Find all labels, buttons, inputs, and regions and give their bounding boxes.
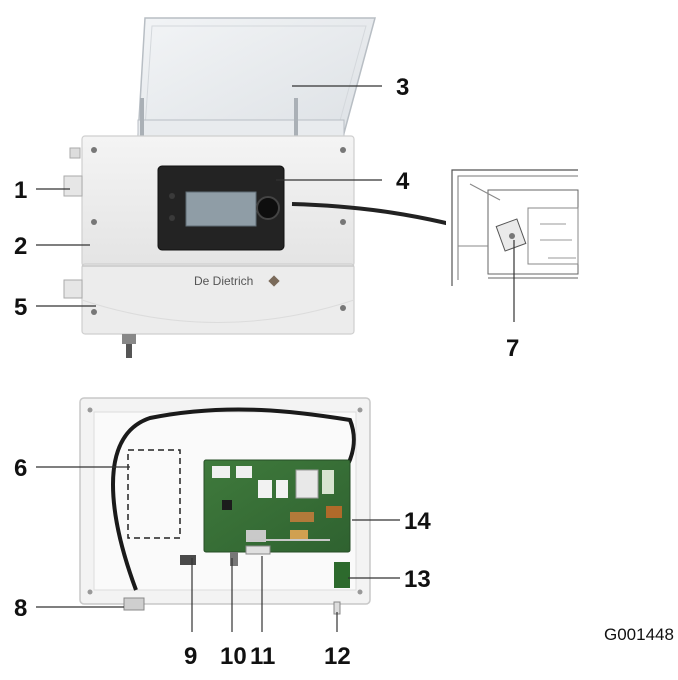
small-board [334, 562, 350, 588]
detail-inset [446, 168, 579, 286]
callout-9: 9 [184, 643, 197, 670]
callout-2: 2 [14, 233, 27, 260]
connector-block [180, 555, 196, 565]
callout-12: 12 [324, 643, 351, 670]
control-panel-display [157, 165, 285, 251]
brand-name: De Dietrich [194, 274, 253, 288]
callout-10: 10 [220, 643, 247, 670]
figure-reference: G001448 [604, 625, 674, 644]
callout-numbers: 1 2 3 4 5 6 7 8 9 10 11 12 13 14 [14, 74, 519, 670]
callout-5: 5 [14, 294, 27, 321]
callout-13: 13 [404, 566, 431, 593]
callout-3: 3 [396, 74, 409, 101]
brand-logo: De Dietrich [194, 274, 280, 288]
callout-11: 11 [250, 643, 275, 670]
control-unit-open-view [79, 397, 371, 615]
callout-4: 4 [396, 168, 410, 195]
callout-8: 8 [14, 595, 27, 622]
callout-6: 6 [14, 455, 27, 482]
knockout-area [127, 449, 181, 539]
callout-14: 14 [404, 508, 431, 535]
control-unit-front-view: De Dietrich [63, 17, 376, 358]
callout-1: 1 [14, 177, 27, 204]
transparent-cover [137, 17, 376, 143]
leader-lines [36, 85, 515, 632]
callout-7: 7 [506, 335, 519, 362]
main-circuit-board [203, 459, 351, 553]
